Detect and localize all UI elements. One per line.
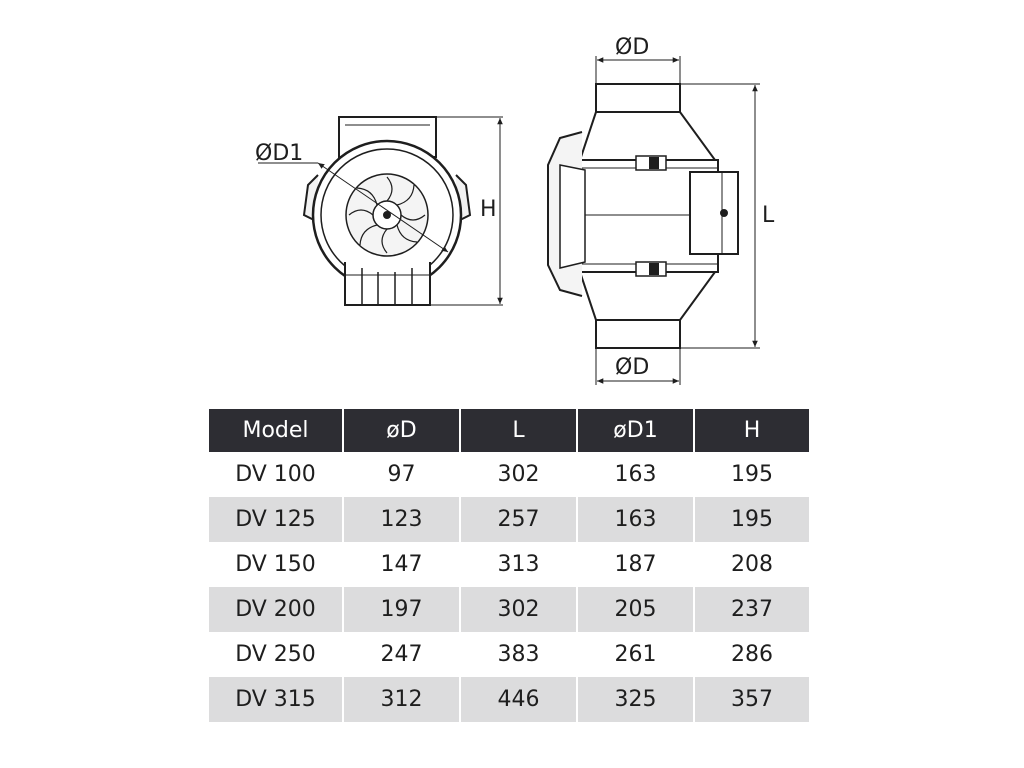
cell-l: 446 [461,677,578,722]
header-l: L [461,409,578,452]
cell-l: 257 [461,497,578,542]
cell-l: 383 [461,632,578,677]
dimensions-table: Model øD L øD1 H DV 100 97 302 163 195 D… [209,409,809,722]
cell-d1: 187 [578,542,695,587]
cell-d: 197 [344,587,461,632]
d-top-dimension-label: ØD [615,35,649,60]
cell-model: DV 200 [209,587,344,632]
front-view [302,116,472,306]
cell-h: 195 [695,497,809,542]
cell-d1: 163 [578,497,695,542]
header-model: Model [209,409,344,452]
cell-model: DV 150 [209,542,344,587]
d-bottom-dimension-label: ØD [615,355,649,380]
table-row: DV 100 97 302 163 195 [209,452,809,497]
table-header-row: Model øD L øD1 H [209,409,809,452]
cell-d: 123 [344,497,461,542]
cell-d: 97 [344,452,461,497]
side-dimensions [595,56,760,385]
cell-l: 313 [461,542,578,587]
table-row: DV 250 247 383 261 286 [209,632,809,677]
cell-model: DV 315 [209,677,344,722]
cell-model: DV 125 [209,497,344,542]
header-d1: øD1 [578,409,695,452]
cell-d1: 163 [578,452,695,497]
cell-d: 312 [344,677,461,722]
header-d: øD [344,409,461,452]
d1-dimension-label: ØD1 [255,141,303,166]
front-dimensions [258,116,503,306]
cell-h: 286 [695,632,809,677]
cell-model: DV 250 [209,632,344,677]
cell-d1: 325 [578,677,695,722]
cell-d1: 261 [578,632,695,677]
fan-technical-drawing: ØD1 H Ø [255,35,775,385]
cell-l: 302 [461,452,578,497]
cell-d: 147 [344,542,461,587]
table-row: DV 150 147 313 187 208 [209,542,809,587]
table-row: DV 315 312 446 325 357 [209,677,809,722]
cell-model: DV 100 [209,452,344,497]
h-front-dimension-label: H [480,197,497,222]
cell-d: 247 [344,632,461,677]
side-view [547,83,739,349]
table-row: DV 125 123 257 163 195 [209,497,809,542]
cell-d1: 205 [578,587,695,632]
header-h: H [695,409,809,452]
cell-h: 208 [695,542,809,587]
cell-h: 357 [695,677,809,722]
cell-h: 237 [695,587,809,632]
cell-h: 195 [695,452,809,497]
cell-l: 302 [461,587,578,632]
l-dimension-label: L [762,203,775,228]
table-row: DV 200 197 302 205 237 [209,587,809,632]
